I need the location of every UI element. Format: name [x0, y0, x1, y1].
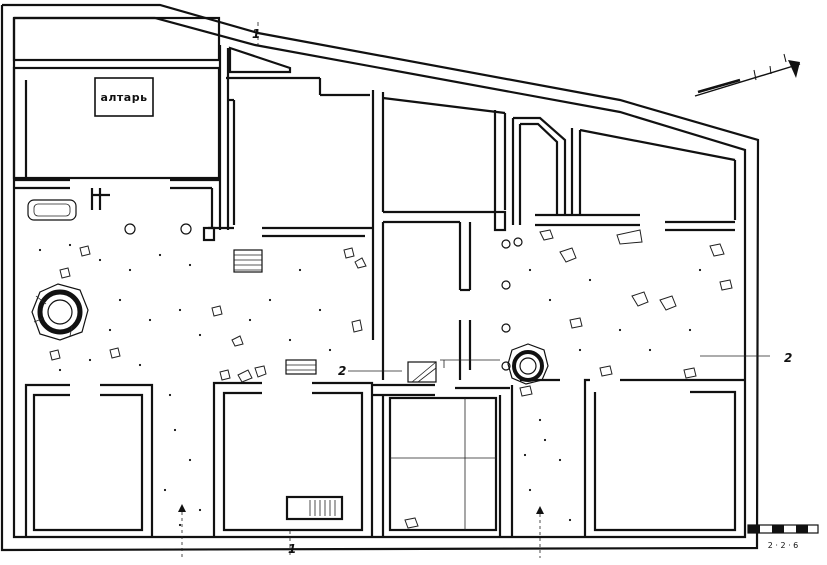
altar-label: алтарь: [100, 91, 147, 104]
column-bases-west: [124, 223, 192, 235]
room-northeast-2: [535, 128, 737, 232]
rubble-stones: [49, 229, 733, 529]
room-south-3: [381, 386, 510, 537]
altar: алтарь: [94, 77, 154, 117]
section-line-1: 1 1: [252, 22, 296, 556]
stairs-central: [285, 359, 437, 383]
scale-bar: 2 · 2 · 6: [747, 524, 819, 550]
room-triangle: [226, 46, 370, 97]
outer-walls: [0, 3, 760, 552]
basin: [27, 199, 77, 221]
courtyard-speckle: [38, 243, 702, 527]
north-arrow-icon: [694, 53, 801, 97]
central-walls: [371, 90, 507, 397]
room-south-4: [510, 378, 745, 537]
section-2-left-label: 2: [338, 364, 346, 378]
stairs-south: [285, 495, 344, 521]
entrance-arrows: [178, 504, 544, 558]
stairs-west: [233, 249, 263, 273]
well-central: [507, 343, 549, 385]
section-2-right-label: 2: [784, 351, 792, 365]
room-northeast-1: [511, 116, 567, 225]
room-south-1: [24, 383, 154, 537]
section-1-top-label: 1: [252, 27, 260, 41]
section-line-2: 2 2: [338, 351, 792, 378]
section-1-bottom-label: 1: [288, 542, 296, 556]
room-south-2: [212, 381, 374, 537]
scale-label: 2 · 2 · 6: [768, 541, 799, 550]
column-bases-central: [501, 237, 523, 371]
west-interior-walls: [14, 45, 372, 242]
well-west: [31, 283, 89, 341]
